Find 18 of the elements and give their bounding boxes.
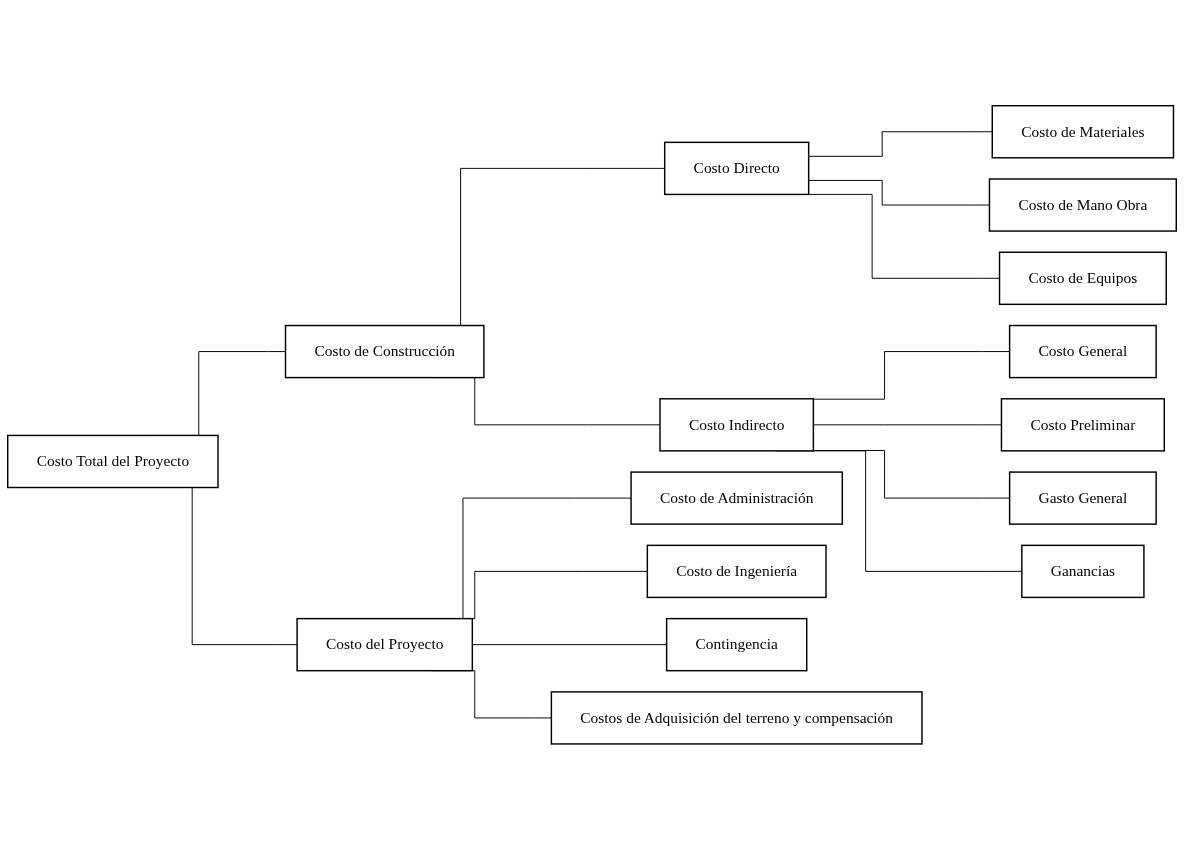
node-box: Costo Directo bbox=[663, 141, 810, 195]
node-box: Costo Total del Proyecto bbox=[7, 434, 219, 488]
node-box: Ganancias bbox=[1021, 544, 1145, 598]
node-box: Costo de Equipos bbox=[998, 251, 1167, 305]
node-box: Costo de Mano Obra bbox=[988, 177, 1177, 232]
node-box: Costo Indirecto bbox=[659, 397, 815, 452]
node-box: Costo General bbox=[1008, 324, 1157, 378]
node-box: Costo de Construcción bbox=[284, 324, 485, 378]
node-box: Costo de Materiales bbox=[991, 104, 1175, 159]
node-box: Costo del Proyecto bbox=[296, 617, 474, 672]
connector bbox=[808, 130, 993, 157]
node-box: Costos de Adquisición del terreno y compensación bbox=[550, 690, 923, 745]
node-box: Costo de Administración bbox=[630, 471, 844, 525]
connector bbox=[808, 179, 990, 206]
node-box: Costo Preliminar bbox=[1000, 397, 1165, 452]
node-box: Costo de Ingeniería bbox=[646, 544, 827, 598]
node-box: Gasto General bbox=[1008, 471, 1157, 525]
node-box: Contingencia bbox=[665, 617, 808, 672]
